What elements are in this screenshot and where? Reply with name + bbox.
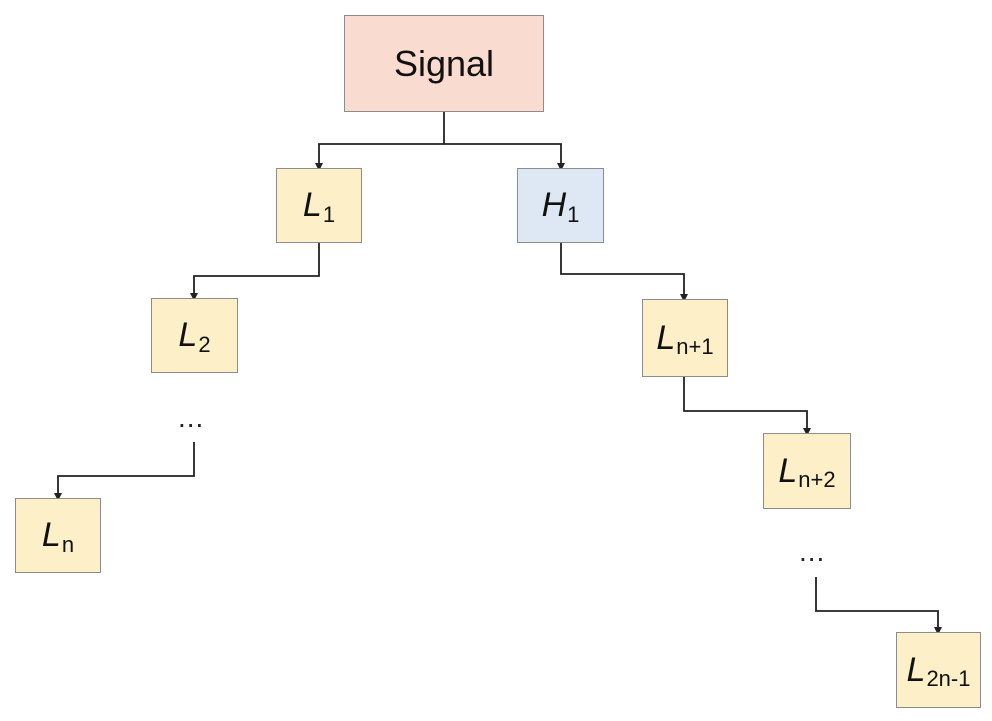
- connector-l1-to-l2: [190, 243, 320, 301]
- ellipsis-left: ...: [178, 402, 205, 433]
- node-l2n1-subscript: 2n-1: [926, 666, 971, 691]
- node-l1-subscript: 1: [322, 201, 336, 227]
- connector-signal-to-l1: [315, 112, 445, 171]
- node-ln1-symbol: L: [656, 318, 676, 357]
- node-l1-symbol: L: [302, 186, 322, 224]
- node-ln2-symbol: L: [778, 451, 798, 490]
- connector-h1-to-ln1: [560, 243, 688, 302]
- connector-ln1-to-ln2: [683, 377, 811, 436]
- node-ln-subscript: n: [61, 531, 75, 557]
- node-signal-label: Signal: [393, 42, 495, 84]
- node-h1-subscript: 1: [567, 201, 580, 227]
- node-h1-symbol: H: [541, 186, 567, 224]
- node-ln2-subscript: n+2: [798, 467, 836, 492]
- node-l2-symbol: L: [178, 316, 198, 354]
- connector-ellipsis-to-ln: [54, 442, 195, 501]
- node-l2n1-symbol: L: [906, 650, 926, 689]
- ellipsis-right: ...: [799, 536, 826, 567]
- connector-signal-to-h1: [444, 143, 565, 171]
- node-ln1-subscript: n+1: [676, 334, 714, 359]
- node-l2-subscript: 2: [198, 331, 211, 357]
- node-ln-symbol: L: [41, 516, 61, 554]
- connector-ellipsis-to-l2n1: [815, 577, 942, 635]
- node-signal: Signal: [344, 15, 544, 112]
